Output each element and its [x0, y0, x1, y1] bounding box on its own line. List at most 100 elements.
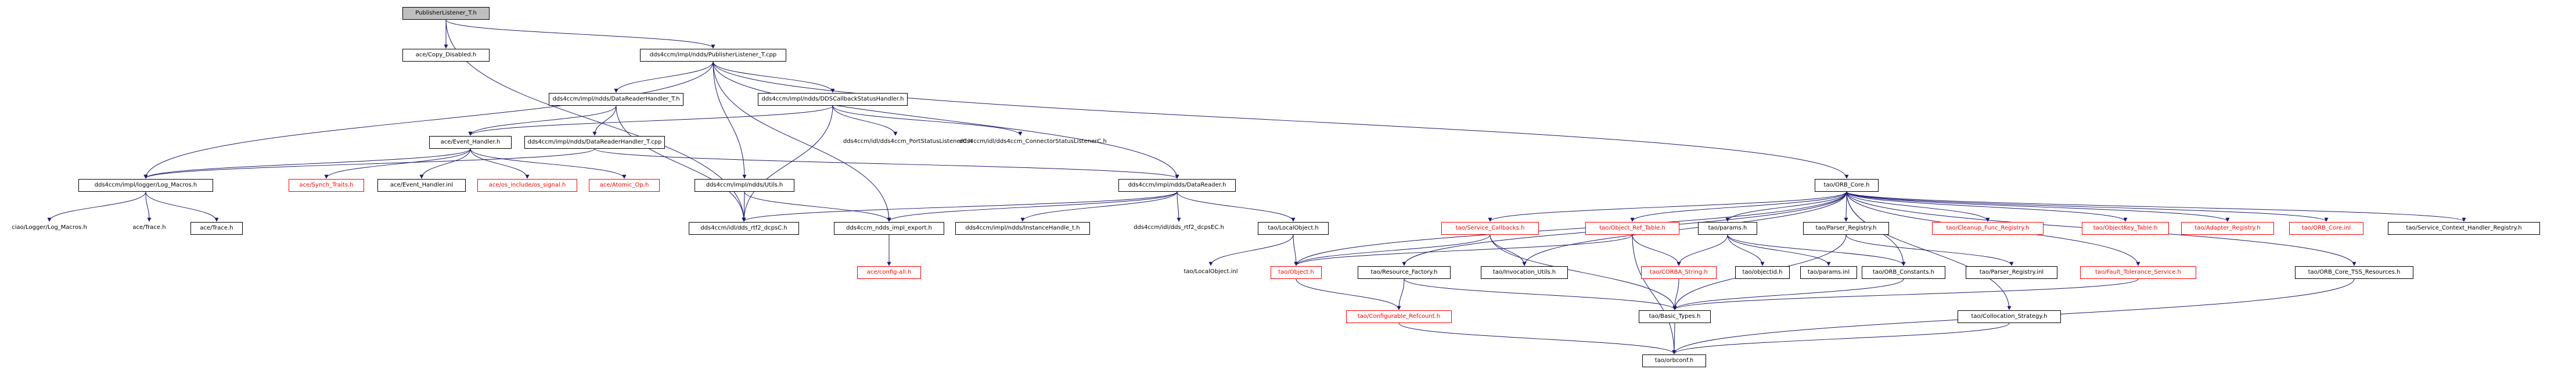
node-ndds-utils-h[interactable]: dds4ccm/impl/ndds/Utils.h	[695, 179, 794, 192]
node-tao-object-ref-table-h[interactable]: tao/Object_Ref_Table.h	[1585, 222, 1679, 235]
edge-ddscallback_h-to-connectorstatus_h	[832, 105, 1023, 136]
node-ace-trace-h-2[interactable]: ace/Trace.h	[190, 222, 243, 235]
node-tao-cleanup-func-registry-h[interactable]: tao/Cleanup_Func_Registry.h	[1932, 222, 2043, 235]
node-tao-objectkey-table-h[interactable]: tao/ObjectKey_Table.h	[2082, 222, 2169, 235]
edge-orb_core_h-to-parser_registry_h	[1844, 191, 1848, 222]
edge-event_handler_h-to-event_handler_inl	[419, 148, 471, 179]
node-dds-rtf2-dcpsc-h[interactable]: dds4ccm/idl/dds_rtf2_dcpsC.h	[689, 222, 799, 235]
edge-orb_core_h-to-service_context	[1846, 191, 2466, 222]
node-tao-localobject-h[interactable]: tao/LocalObject.h	[1258, 222, 1329, 235]
edge-publisher_listener_cpp-to-datareader_h	[713, 61, 1179, 179]
edge-localobject_h-to-object_h	[1293, 234, 1298, 266]
node-tao-configurable-refcount-h[interactable]: tao/Configurable_Refcount.h	[1346, 310, 1452, 323]
edge-collocation_strategy-to-orbconf	[1672, 323, 2010, 354]
edge-publisher_listener_cpp-to-orb_core_h	[713, 61, 1849, 179]
node-ace-os-signal-h[interactable]: ace/os_include/os_signal.h	[477, 179, 577, 192]
node-tao-parser-registry-inl[interactable]: tao/Parser_Registry.inl	[1966, 266, 2057, 279]
node-tao-basic-types-h[interactable]: tao/Basic_Types.h	[1639, 310, 1711, 323]
edge-publisher_listener_cpp-to-datareaderhandler_h	[614, 61, 714, 93]
edge-datareaderhandler_h-to-event_handler_h	[468, 105, 617, 136]
edge-publisher_listener_cpp-to-log_macros_h	[143, 61, 714, 179]
node-tao-service-callbacks-h[interactable]: tao/Service_Callbacks.h	[1441, 222, 1539, 235]
edge-orb_constants-to-basic_types	[1672, 278, 1904, 310]
node-tao-orb-core-inl[interactable]: tao/ORB_Core.inl	[2289, 222, 2363, 235]
node-logger-log-macros-h[interactable]: dds4ccm/impl/logger/Log_Macros.h	[78, 179, 213, 192]
edge-orb_core_h-to-object_h	[1294, 191, 1847, 266]
edge-datareaderhandler_cpp-to-log_macros_h	[143, 148, 595, 179]
node-tao-adapter-registry-h[interactable]: tao/Adapter_Registry.h	[2181, 222, 2274, 235]
edge-event_handler_h-to-os_signal	[470, 148, 530, 179]
edge-ddscallback_h-to-event_handler_h	[468, 105, 833, 136]
edge-service_callbacks-to-invocation_utils	[1490, 234, 1527, 266]
node-tao-orb-constants-h[interactable]: tao/ORB_Constants.h	[1862, 266, 1945, 279]
node-connectorstatuslistenerc-h: dds4ccm/idl/dds4ccm_ConnectorStatusListe…	[959, 138, 1107, 145]
edge-resource_factory-to-configurable_refcount	[1397, 278, 1405, 310]
edge-datareaderhandler_h-to-datareaderhandler_cpp	[592, 105, 617, 136]
edge-log_macros_h-to-ace_trace1	[145, 191, 152, 222]
node-ace-event-handler-inl[interactable]: ace/Event_Handler.inl	[377, 179, 466, 192]
node-instancehandle-t-h[interactable]: dds4ccm/impl/ndds/InstanceHandle_t.h	[955, 222, 1090, 235]
edge-orb_core_h-to-object_ref_table	[1630, 191, 1847, 222]
edge-datareaderhandler_cpp-to-datareader_h	[594, 148, 1179, 179]
edge-log_macros_h-to-ciao_log_macros	[47, 191, 146, 222]
node-ace-event-handler-h[interactable]: ace/Event_Handler.h	[429, 136, 512, 149]
edge-datareader_h-to-localobject_h	[1177, 191, 1296, 222]
root-node-publisherlistener-t-h: PublisherListener_T.h	[402, 7, 490, 20]
node-ace-synch-traits-h[interactable]: ace/Synch_Traits.h	[289, 179, 364, 192]
edge-fault_tolerance-to-basic_types	[1672, 278, 2139, 310]
node-tao-orbconf-h[interactable]: tao/orbconf.h	[1642, 354, 1706, 367]
edge-event_handler_h-to-log_macros_h	[143, 148, 471, 179]
node-tao-params-h[interactable]: tao/params.h	[1698, 222, 1757, 235]
edge-parser_registry_h-to-parser_registry_inl	[1845, 234, 2014, 266]
node-ace-atomic-op-h[interactable]: ace/Atomic_Op.h	[589, 179, 660, 192]
edge-publisher_listener_cpp-to-utils_h	[713, 61, 747, 179]
node-ddscallbackstatushandler-h[interactable]: dds4ccm/impl/ndds/DDSCallbackStatusHandl…	[758, 93, 908, 106]
edge-ddscallback_h-to-portstatus_h	[832, 105, 898, 136]
node-tao-objectid-h[interactable]: tao/objectid.h	[1735, 266, 1790, 279]
edge-log_macros_h-to-ace_trace2	[145, 191, 219, 222]
node-datareaderhandler-t-h[interactable]: dds4ccm/impl/ndds/DataReaderHandler_T.h	[549, 93, 683, 106]
edge-object_ref_table-to-object_h	[1294, 234, 1633, 266]
edge-root-to-publisher_listener_cpp	[445, 19, 715, 49]
edge-datareader_h-to-instancehandle	[1020, 191, 1178, 222]
node-tao-collocation-strategy-h[interactable]: tao/Collocation_Strategy.h	[1958, 310, 2061, 323]
node-publisherlistener-t-cpp[interactable]: dds4ccm/impl/ndds/PublisherListener_T.cp…	[640, 49, 786, 62]
edge-utils_h-to-impl_export	[744, 191, 891, 222]
edge-event_handler_h-to-synch_traits	[324, 148, 471, 179]
edge-publisher_listener_cpp-to-ddscallback_h	[713, 61, 835, 93]
edge-orb_core_h-to-orb_core_inl	[1846, 191, 2329, 222]
node-ndds-datareader-h[interactable]: dds4ccm/impl/ndds/DataReader.h	[1118, 179, 1236, 192]
node-tao-fault-tolerance-service-h[interactable]: tao/Fault_Tolerance_Service.h	[2080, 266, 2196, 279]
node-ace-copy-disabled-h[interactable]: ace/Copy_Disabled.h	[402, 49, 490, 62]
edge-orb_core_h-to-adapter_registry	[1846, 191, 2230, 222]
node-ndds-impl-export-h[interactable]: dds4ccm_ndds_impl_export.h	[834, 222, 944, 235]
node-tao-params-inl[interactable]: tao/params.inl	[1800, 266, 1857, 279]
node-ciao-log-macros-h: ciao/Logger/Log_Macros.h	[12, 224, 87, 231]
edge-params_h-to-params_inl	[1727, 234, 1831, 266]
edge-basic_types-to-orbconf	[1672, 323, 1676, 354]
node-tao-invocation-utils-h[interactable]: tao/Invocation_Utils.h	[1481, 266, 1568, 279]
edge-configurable_refcount-to-orbconf	[1398, 323, 1676, 354]
node-tao-object-h[interactable]: tao/Object.h	[1271, 266, 1322, 279]
node-dds-rtf2-dcpsec-h: dds4ccm/idl/dds_rtf2_dcpsEC.h	[1134, 224, 1224, 231]
node-tao-resource-factory-h[interactable]: tao/Resource_Factory.h	[1358, 266, 1451, 279]
edge-datareader_h-to-dds_dcpsc	[742, 191, 1178, 222]
node-tao-orb-core-h[interactable]: tao/ORB_Core.h	[1815, 179, 1879, 192]
edge-orb_core_h-to-cleanup_func	[1846, 191, 1990, 222]
edge-object_ref_table-to-corba_string	[1632, 234, 1681, 266]
edge-params_h-to-corba_string	[1676, 234, 1728, 266]
edge-params_h-to-objectid_h	[1727, 234, 1765, 266]
node-tao-parser-registry-h[interactable]: tao/Parser_Registry.h	[1803, 222, 1889, 235]
node-portstatuslistenerc-h: dds4ccm/idl/dds4ccm_PortStatusListenerC.…	[843, 138, 973, 145]
node-tao-service-context-handler-registry-h[interactable]: tao/Service_Context_Handler_Registry.h	[2388, 222, 2540, 235]
node-ace-config-all-h[interactable]: ace/config-all.h	[857, 266, 921, 279]
edge-datareaderhandler_h-to-dds_dcpsc	[616, 105, 746, 222]
node-tao-corba-string-h[interactable]: tao/CORBA_String.h	[1641, 266, 1717, 279]
edge-service_callbacks-to-basic_types	[1490, 234, 1677, 310]
node-tao-orb-core-tss-resources-h[interactable]: tao/ORB_Core_TSS_Resources.h	[2295, 266, 2413, 279]
node-datareaderhandler-t-cpp[interactable]: dds4ccm/impl/ndds/DataReaderHandler_T.cp…	[524, 136, 665, 149]
edge-corba_string-to-basic_types	[1672, 278, 1679, 310]
edge-object_ref_table-to-orbconf	[1632, 234, 1676, 354]
edge-orb_core_h-to-invocation_utils	[1522, 191, 1847, 266]
